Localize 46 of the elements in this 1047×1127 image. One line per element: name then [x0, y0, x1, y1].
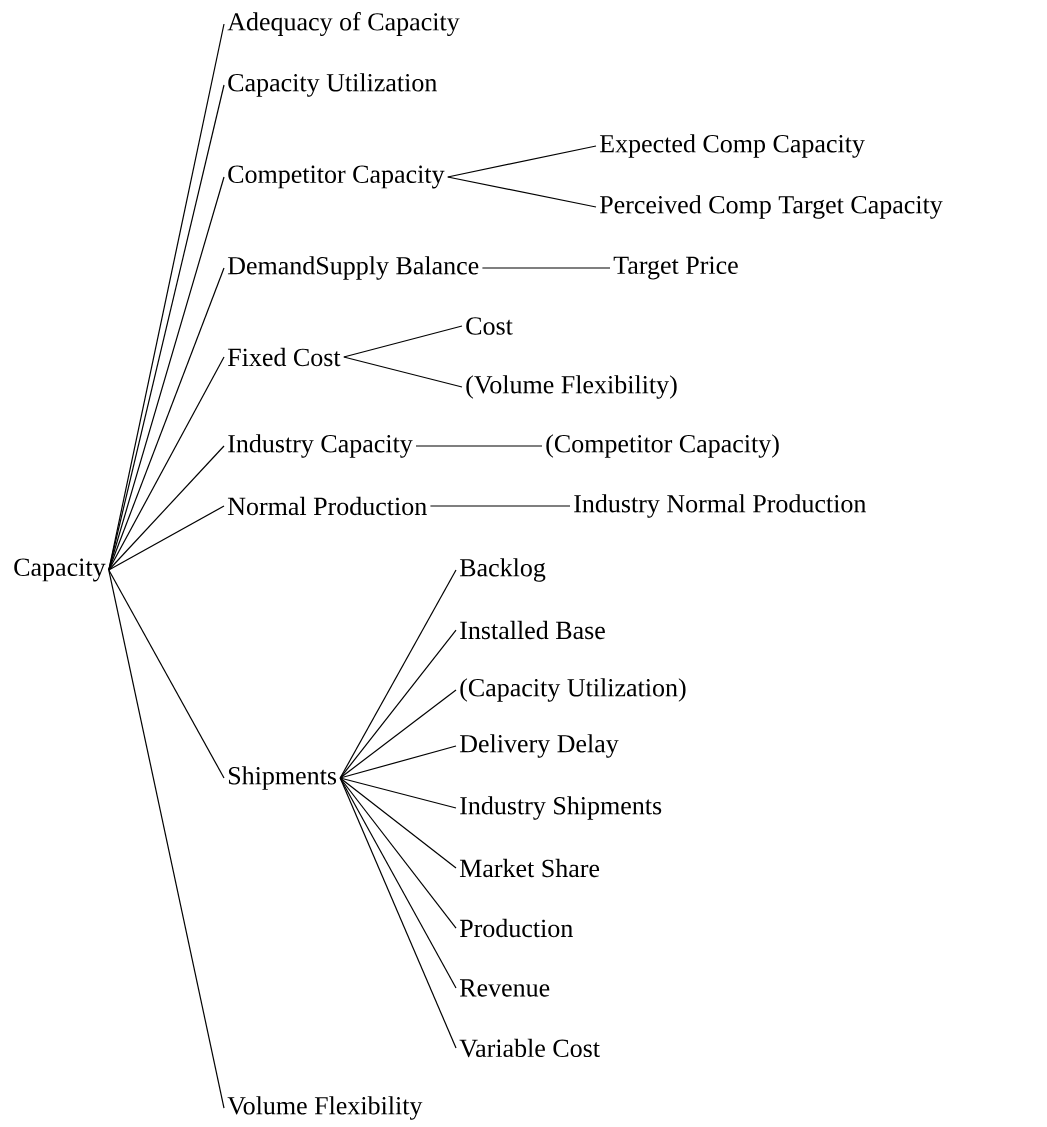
term-label: (Competitor Capacity) — [546, 434, 779, 458]
connector-line — [339, 745, 457, 779]
connector-line — [108, 445, 225, 571]
term-label: Target Price — [613, 256, 738, 280]
connector-line — [447, 145, 597, 178]
term-label: Perceived Comp Target Capacity — [599, 195, 943, 219]
connector-line — [339, 629, 457, 779]
term-label: Fixed Cost — [227, 347, 341, 367]
term-label: Competitor Capacity — [228, 165, 445, 189]
connector-line — [339, 689, 457, 779]
term-label: Production — [459, 918, 573, 938]
term-label: Capacity — [14, 558, 106, 582]
connector-line — [339, 777, 457, 929]
connector-line — [429, 505, 571, 507]
connector-line — [343, 325, 463, 358]
connector-line — [339, 777, 457, 1049]
connector-line — [481, 267, 611, 269]
connector-line — [343, 356, 463, 388]
connector-line — [108, 569, 225, 779]
term-label: Delivery Delay — [459, 734, 619, 758]
term-label: Market Share — [459, 858, 600, 878]
term-label: Industry Normal Production — [574, 494, 866, 518]
term-label: Cost — [466, 317, 513, 335]
connector-line — [415, 445, 543, 447]
term-label: Variable Cost — [459, 1038, 600, 1058]
term-label: DemandSupply Balance — [227, 256, 479, 280]
term-label: Installed Base — [460, 620, 605, 640]
term-label: (Capacity Utilization) — [460, 678, 686, 702]
connector-line — [447, 176, 597, 208]
term-label: Industry Capacity — [228, 434, 413, 458]
term-label: Backlog — [459, 558, 546, 582]
term-label: Capacity Utilization — [228, 73, 437, 97]
connector-line — [339, 777, 457, 809]
term-label: Adequacy of Capacity — [227, 12, 460, 36]
term-label: Expected Comp Capacity — [599, 134, 865, 158]
term-label: Revenue — [459, 979, 550, 997]
term-label: Volume Flexibility — [227, 1096, 423, 1120]
connector-line — [108, 505, 225, 571]
connector-line — [339, 777, 457, 869]
connector-line — [108, 569, 225, 1109]
connector-line — [339, 569, 457, 779]
connector-line — [108, 356, 225, 571]
term-label: Shipments — [228, 766, 337, 790]
term-label: Normal Production — [227, 496, 427, 516]
term-label: (Volume Flexibility) — [466, 375, 677, 399]
term-label: Industry Shipments — [460, 796, 662, 820]
